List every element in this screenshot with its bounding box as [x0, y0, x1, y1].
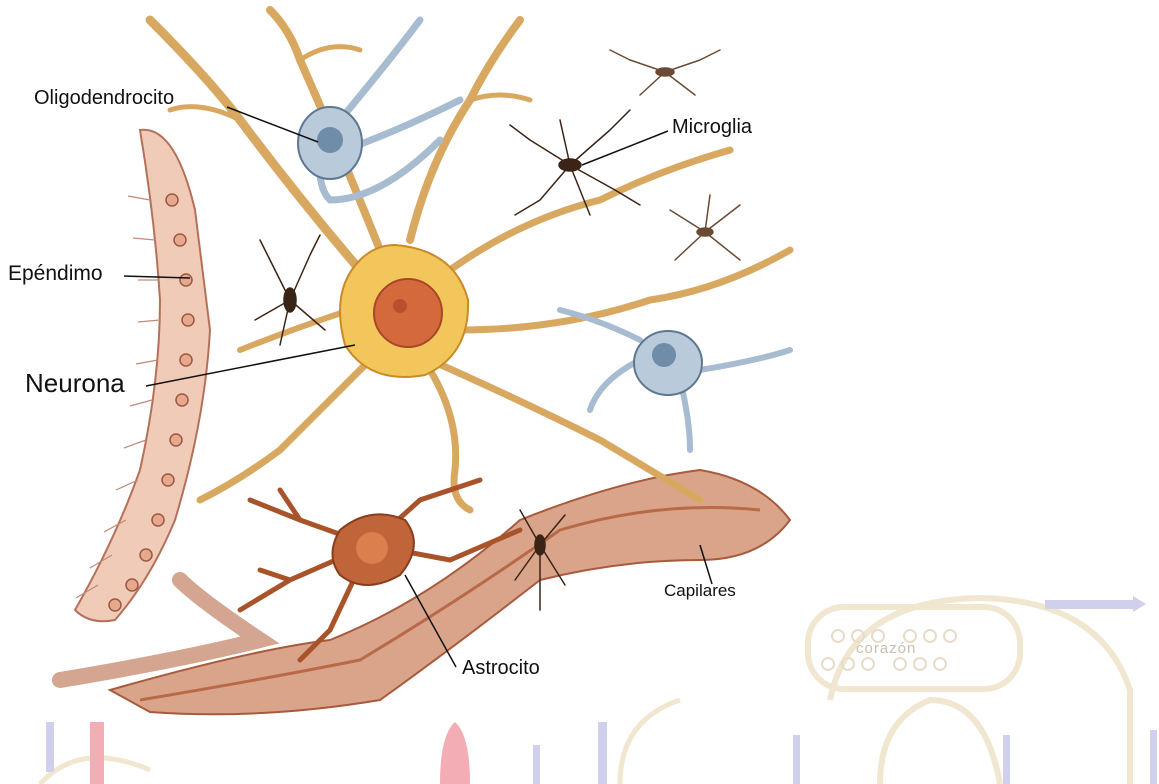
watermark-arrow-up-5: [1150, 730, 1157, 784]
dendrite-4: [450, 150, 730, 270]
watermark-arrow-right-head: [1133, 596, 1146, 612]
watermark-text: corazón: [856, 640, 916, 657]
label-microglia: Microglia: [672, 116, 752, 139]
watermark-arrow-right: [1045, 600, 1135, 609]
neuron-nucleolus: [393, 299, 407, 313]
oligodendrocyte-2-nucleus: [652, 343, 676, 367]
label-ependimo: Epéndimo: [8, 262, 103, 286]
dendrite-8: [240, 310, 350, 350]
watermark-pink-vessel: [440, 722, 470, 784]
oligodendrocyte-1-nucleus: [317, 127, 343, 153]
dendrite-3: [410, 20, 520, 240]
watermark-loop-inner: [880, 700, 1000, 784]
watermark-arrow-up-2: [598, 722, 607, 784]
neuron-nucleus: [374, 279, 442, 347]
watermark-bar-pink: [90, 722, 104, 784]
label-oligodendrocito: Oligodendrocito: [34, 87, 174, 110]
watermark-arrow-up-3: [793, 735, 800, 784]
microglia-cell-3: [670, 195, 740, 260]
watermark-arrow-down: [46, 722, 54, 772]
watermark-arrow-up-4: [1003, 735, 1010, 784]
watermark-loop-left: [40, 700, 680, 784]
astrocyte-nucleus: [356, 532, 388, 564]
label-neurona: Neurona: [25, 368, 125, 399]
neuron-processes: [150, 10, 790, 510]
microglia-cell-1: [510, 110, 640, 215]
neuron: [340, 245, 468, 377]
dendrite-5: [460, 250, 790, 330]
label-astrocito: Astrocito: [462, 657, 540, 680]
leader-microglia: [582, 131, 668, 165]
microglia-cell-2: [610, 50, 720, 95]
watermark-arrow-up-1: [533, 745, 540, 784]
dendrite-6: [200, 360, 370, 500]
label-capilares: Capilares: [664, 581, 736, 601]
